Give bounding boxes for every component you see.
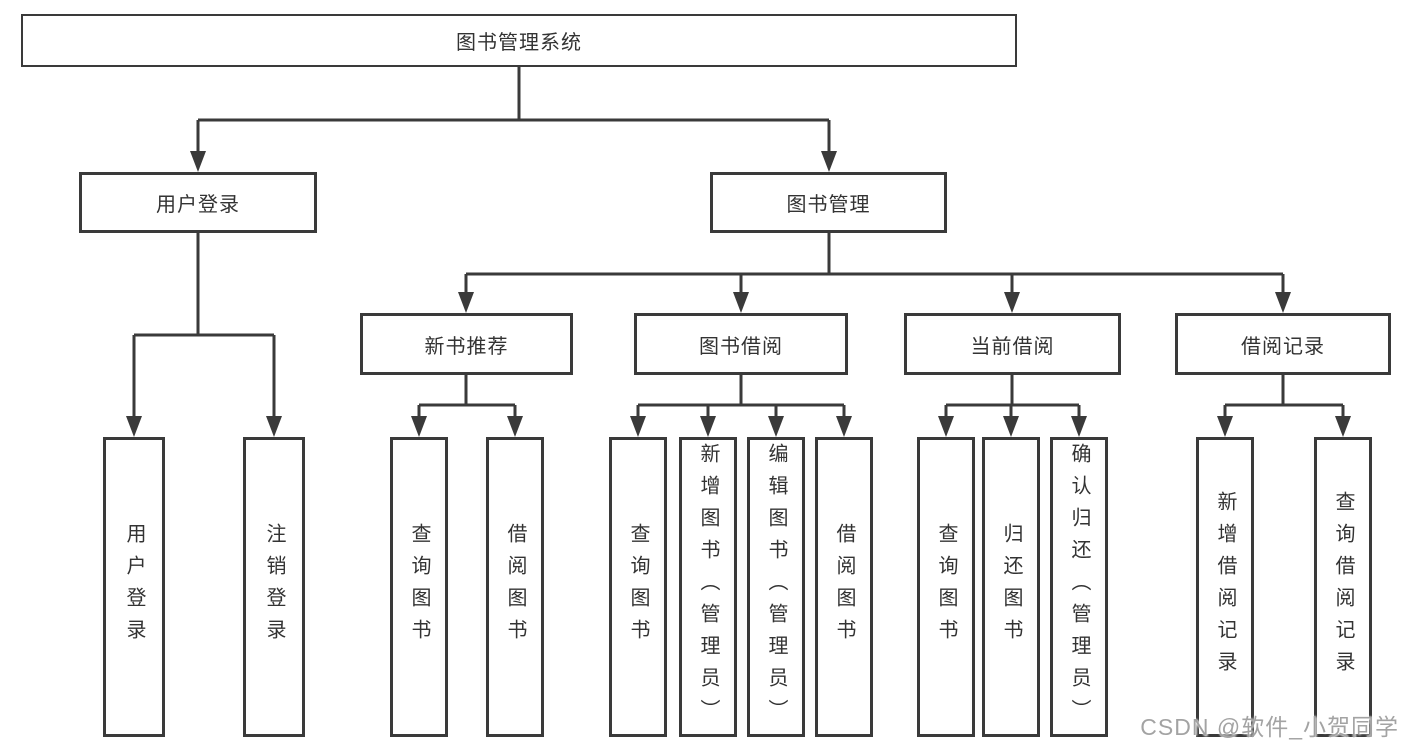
leaf-label: 查询图书 [935, 523, 957, 651]
edge-records-to-leaves [1223, 375, 1345, 420]
leaf-query-borrow-record: 查询借阅记录 [1314, 437, 1372, 737]
edge-newbooks-to-leaves [417, 375, 517, 420]
leaf-logout: 注销登录 [243, 437, 305, 737]
leaf-add-borrow-record: 新增借阅记录 [1196, 437, 1254, 737]
csdn-watermark: CSDN @软件_小贺同学 [1140, 714, 1399, 740]
leaf-label: 新增图书（管理员） [697, 443, 719, 731]
leaf-label: 确认归还（管理员） [1068, 443, 1090, 731]
edge-root-to-level2 [196, 66, 831, 155]
edge-borrow-to-leaves [636, 375, 846, 420]
leaf-label: 注销登录 [263, 523, 285, 651]
leaf-label: 借阅图书 [833, 523, 855, 651]
leaf-label: 编辑图书（管理员） [765, 443, 787, 731]
leaf-return-books: 归还图书 [982, 437, 1040, 737]
node-book-management: 图书管理 [710, 172, 947, 233]
edge-current-to-leaves [944, 375, 1081, 420]
leaf-label: 借阅图书 [504, 523, 526, 651]
node-current-borrow: 当前借阅 [904, 313, 1121, 375]
node-book-borrow: 图书借阅 [634, 313, 848, 375]
leaf-label: 新增借阅记录 [1214, 491, 1236, 683]
leaf-borrow-books: 借阅图书 [815, 437, 873, 737]
leaf-user-login: 用户登录 [103, 437, 165, 737]
node-new-book-recommend: 新书推荐 [360, 313, 573, 375]
leaf-label: 查询图书 [408, 523, 430, 651]
node-user-login: 用户登录 [79, 172, 317, 233]
leaf-label: 查询借阅记录 [1332, 491, 1354, 683]
leaf-add-books-admin: 新增图书（管理员） [679, 437, 737, 737]
leaf-query-books-current: 查询图书 [917, 437, 975, 737]
edge-bookmgmt-to-level3 [464, 233, 1285, 296]
leaf-confirm-return-admin: 确认归还（管理员） [1050, 437, 1108, 737]
node-root-system: 图书管理系统 [21, 14, 1017, 67]
leaf-query-books-recommend: 查询图书 [390, 437, 448, 737]
leaf-borrow-books-recommend: 借阅图书 [486, 437, 544, 737]
leaf-edit-books-admin: 编辑图书（管理员） [747, 437, 805, 737]
leaf-label: 归还图书 [1000, 523, 1022, 651]
leaf-label: 查询图书 [627, 523, 649, 651]
leaf-label: 用户登录 [123, 523, 145, 651]
leaf-query-books-borrow: 查询图书 [609, 437, 667, 737]
edge-userlogin-to-leaves [132, 233, 276, 420]
node-borrow-records: 借阅记录 [1175, 313, 1391, 375]
